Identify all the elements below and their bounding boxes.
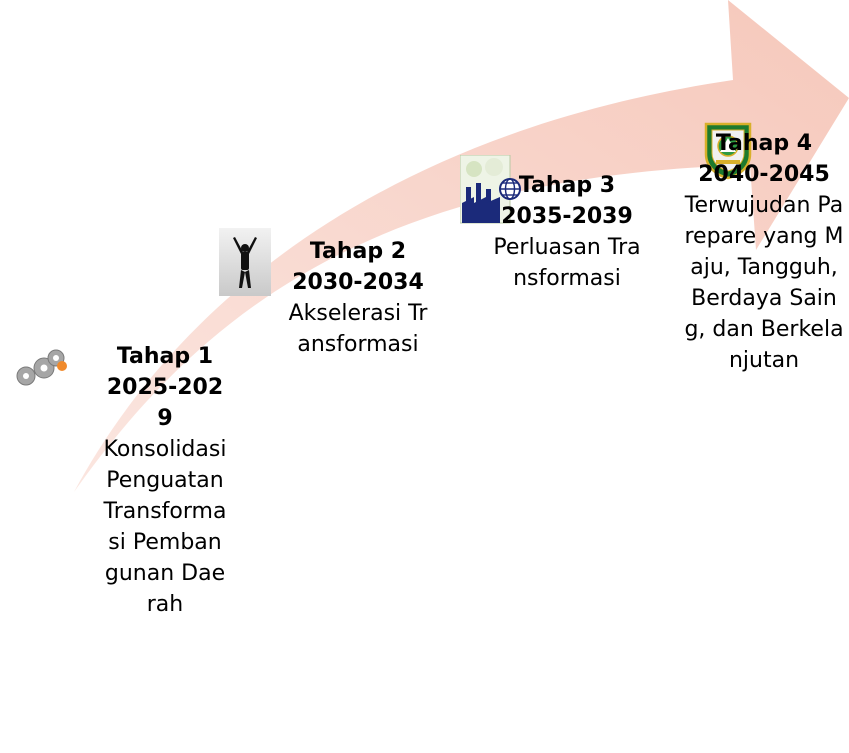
stage-title: Tahap 4 (715, 131, 813, 156)
stage-period: 2035-2039 (501, 204, 633, 229)
stage-period: 2025-2029 (106, 375, 224, 431)
factory-globe-icon (459, 154, 524, 225)
stage-2: Tahap 2 2030-2034 Akselerasi Transformas… (284, 236, 432, 360)
stage-period: 2040-2045 (698, 162, 830, 187)
stage-4: Tahap 4 2040-2045 Terwujudan Parepare ya… (684, 128, 844, 376)
stage-3: Tahap 3 2035-2039 Perluasan Transformasi (492, 170, 642, 294)
stage-title: Tahap 2 (309, 239, 407, 264)
person-arms-raised-icon (219, 228, 271, 296)
stage-description: Konsolidasi Penguatan Transformasi Pemba… (103, 437, 227, 617)
stage-description: Terwujudan Parepare yang Maju, Tangguh, … (684, 193, 844, 373)
stage-description: Akselerasi Transformasi (288, 301, 428, 357)
stage-title: Tahap 3 (518, 173, 616, 198)
gears-icon (14, 346, 72, 390)
stage-period: 2030-2034 (292, 270, 424, 295)
stage-description: Perluasan Transformasi (493, 235, 641, 291)
city-emblem-icon (702, 120, 754, 180)
stage-1: Tahap 1 2025-2029 Konsolidasi Penguatan … (102, 341, 228, 620)
stage-title: Tahap 1 (116, 344, 214, 369)
arrow-shape (74, 0, 849, 492)
